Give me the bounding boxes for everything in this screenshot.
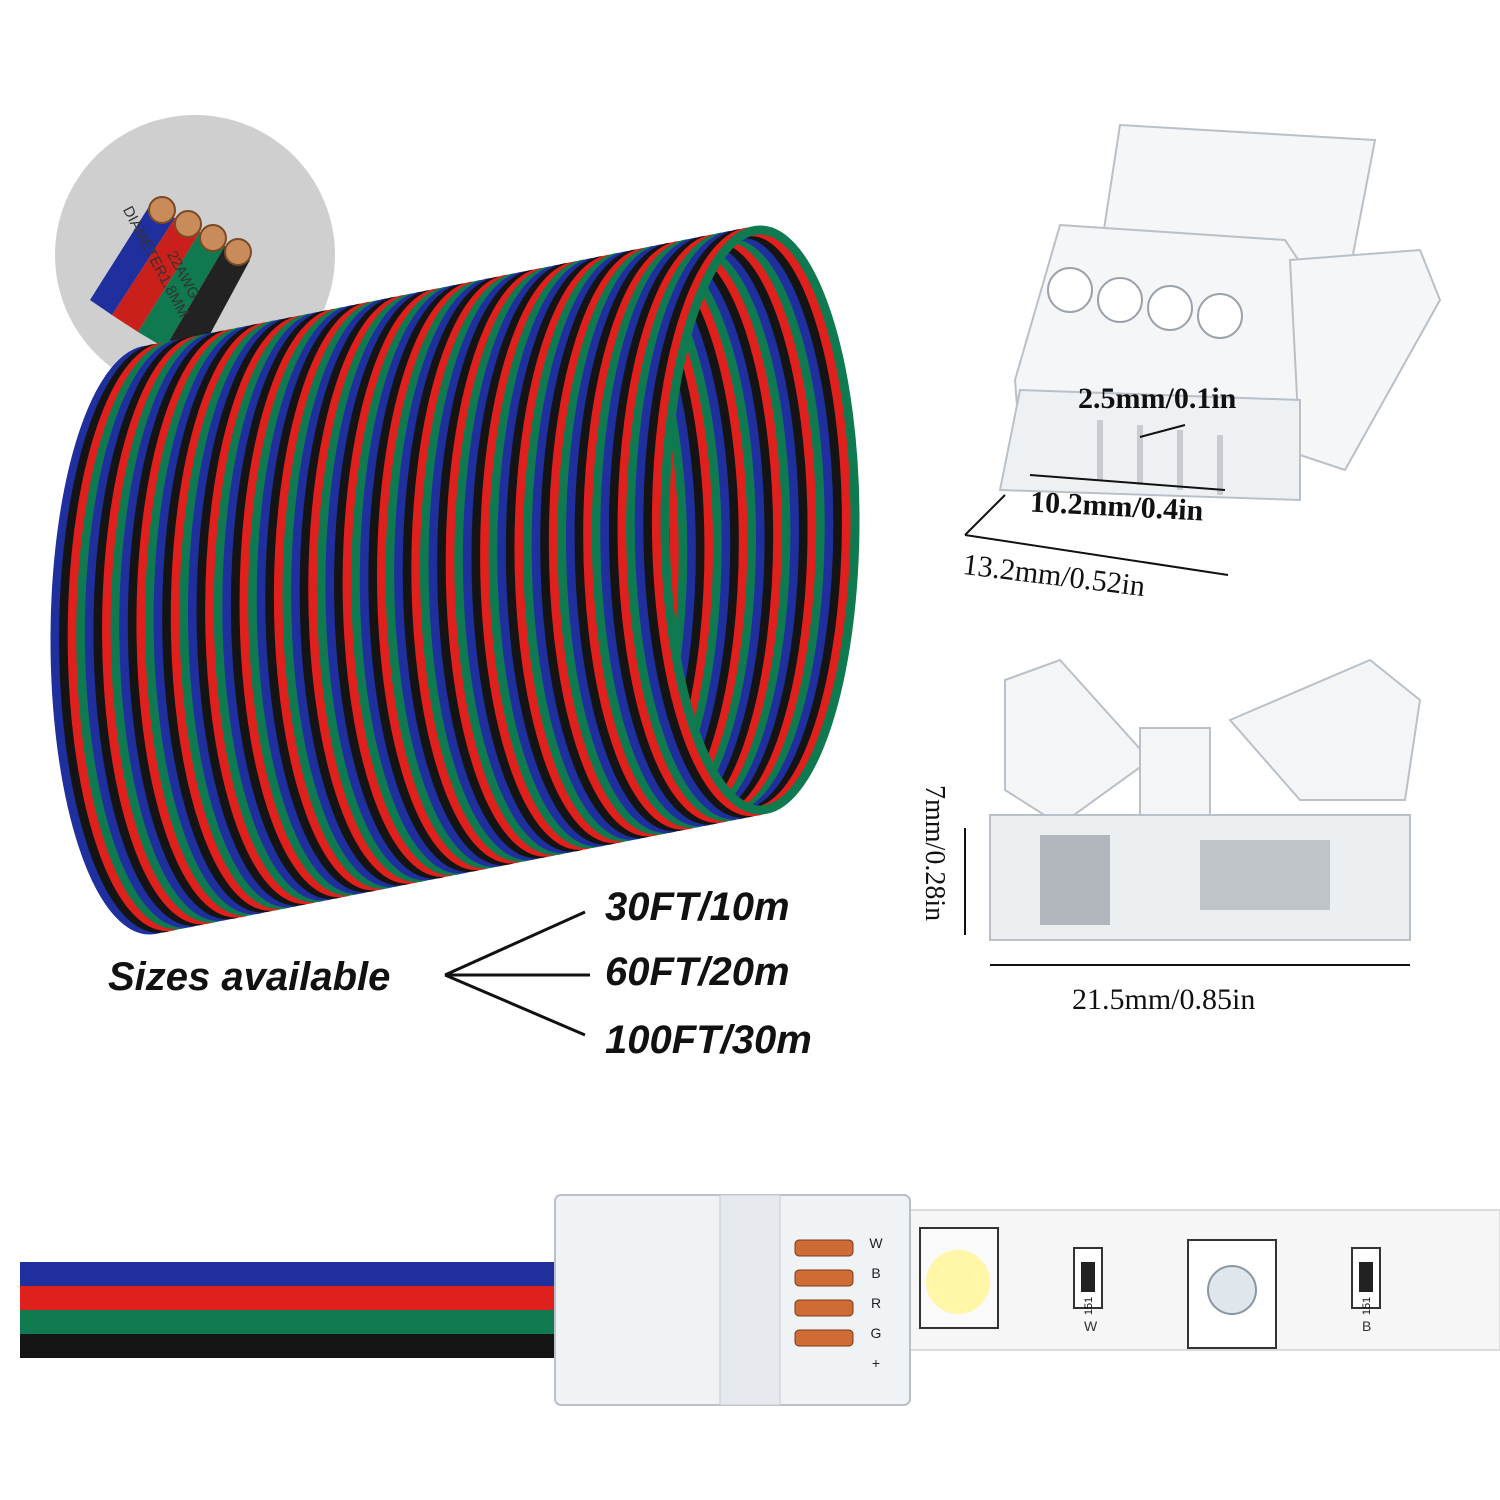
sizes-available-label: Sizes available bbox=[108, 955, 391, 999]
pin-label-w: W bbox=[869, 1235, 883, 1251]
pin-label-b: B bbox=[871, 1265, 881, 1281]
wire-bundle-icon bbox=[90, 196, 252, 362]
silk-label-w: W bbox=[1084, 1318, 1098, 1334]
coil-loop bbox=[660, 225, 860, 815]
length-dimension: 21.5mm/0.85in bbox=[1072, 983, 1256, 1016]
size-option-60ft: 60FT/20m bbox=[605, 950, 790, 994]
pin-label-plus: + bbox=[871, 1355, 881, 1371]
pin-label-r: R bbox=[870, 1295, 882, 1311]
pin-label-g: G bbox=[870, 1325, 882, 1341]
pin-pitch-dimension: 2.5mm/0.1in bbox=[1078, 382, 1237, 415]
silk-label-b: B bbox=[1362, 1318, 1372, 1334]
size-option-100ft: 100FT/30m bbox=[605, 1018, 812, 1062]
resistor-code-label-2: 151 bbox=[1361, 1296, 1374, 1316]
resistor-code-label: 151 bbox=[1083, 1296, 1096, 1316]
size-option-30ft: 30FT/10m bbox=[605, 885, 790, 929]
